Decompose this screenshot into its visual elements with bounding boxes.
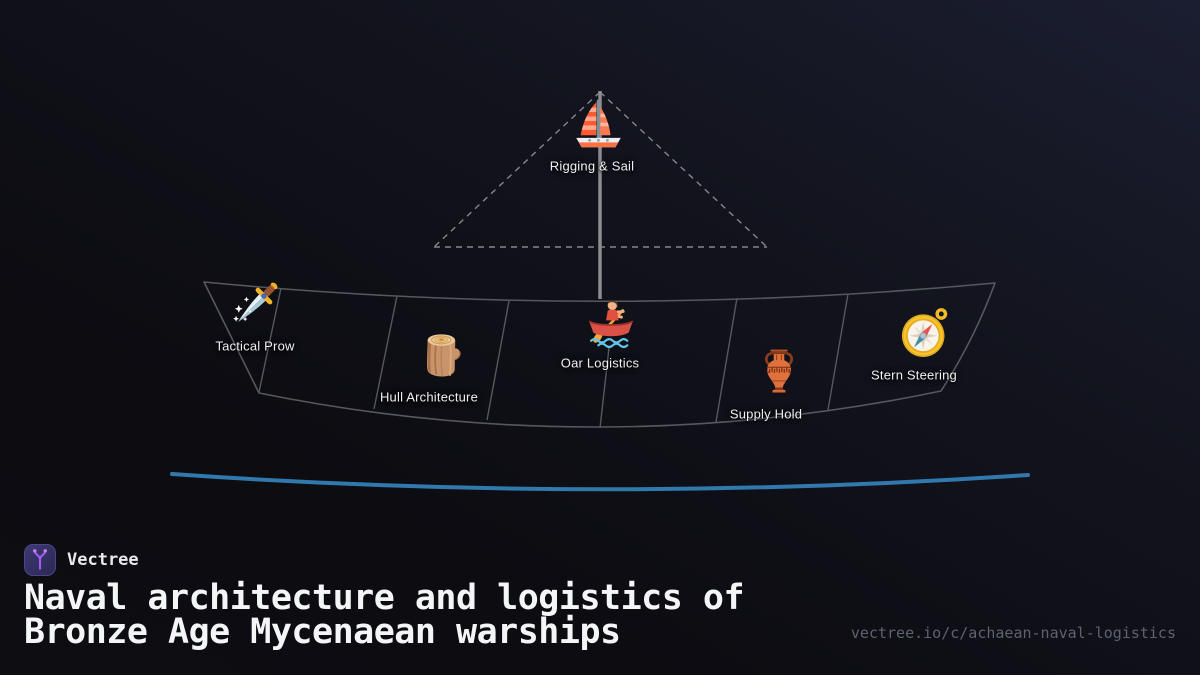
node-label-tactical-prow: Tactical Prow bbox=[215, 338, 295, 354]
compartment-divider-2 bbox=[486, 300, 510, 421]
sailboat-icon bbox=[576, 99, 621, 148]
page-title-line2: Bronze Age Mycenaean warships bbox=[24, 611, 621, 652]
compartment-divider-3 bbox=[715, 297, 738, 423]
vectree-logo bbox=[24, 544, 56, 576]
node-label-supply-hold: Supply Hold bbox=[729, 406, 803, 422]
page-title-line1: Naval architecture and logistics of bbox=[24, 578, 745, 618]
compartment-divider-1 bbox=[373, 295, 398, 410]
sail-dashed-right-edge bbox=[599, 91, 768, 248]
water-line bbox=[170, 472, 1030, 492]
amphora-icon bbox=[764, 349, 794, 393]
node-label-oar-logistics: Oar Logistics bbox=[560, 355, 640, 371]
compass-icon bbox=[901, 308, 948, 358]
wood-log-icon bbox=[426, 334, 461, 377]
mast-keel-line bbox=[599, 347, 610, 429]
brand-row: Vectree bbox=[24, 544, 139, 576]
footer-url: vectree.io/c/achaean-naval-logistics bbox=[850, 624, 1176, 642]
hull-outline bbox=[203, 281, 996, 428]
node-label-stern-steering: Stern Steering bbox=[871, 367, 957, 383]
compartment-divider-prow bbox=[258, 287, 282, 393]
brand-name: Vectree bbox=[67, 550, 139, 570]
person-rowing-boat-icon bbox=[588, 300, 634, 349]
vectree-branch-icon bbox=[33, 549, 47, 570]
page-title: Naval architecture and logistics of Bron… bbox=[24, 578, 1024, 652]
compartment-divider-4 bbox=[827, 293, 849, 411]
node-label-rigging-sail: Rigging & Sail bbox=[549, 158, 635, 174]
dagger-icon bbox=[233, 282, 278, 322]
node-label-hull-architecture: Hull Architecture bbox=[379, 389, 479, 405]
sail-dashed-left-edge bbox=[433, 91, 601, 248]
